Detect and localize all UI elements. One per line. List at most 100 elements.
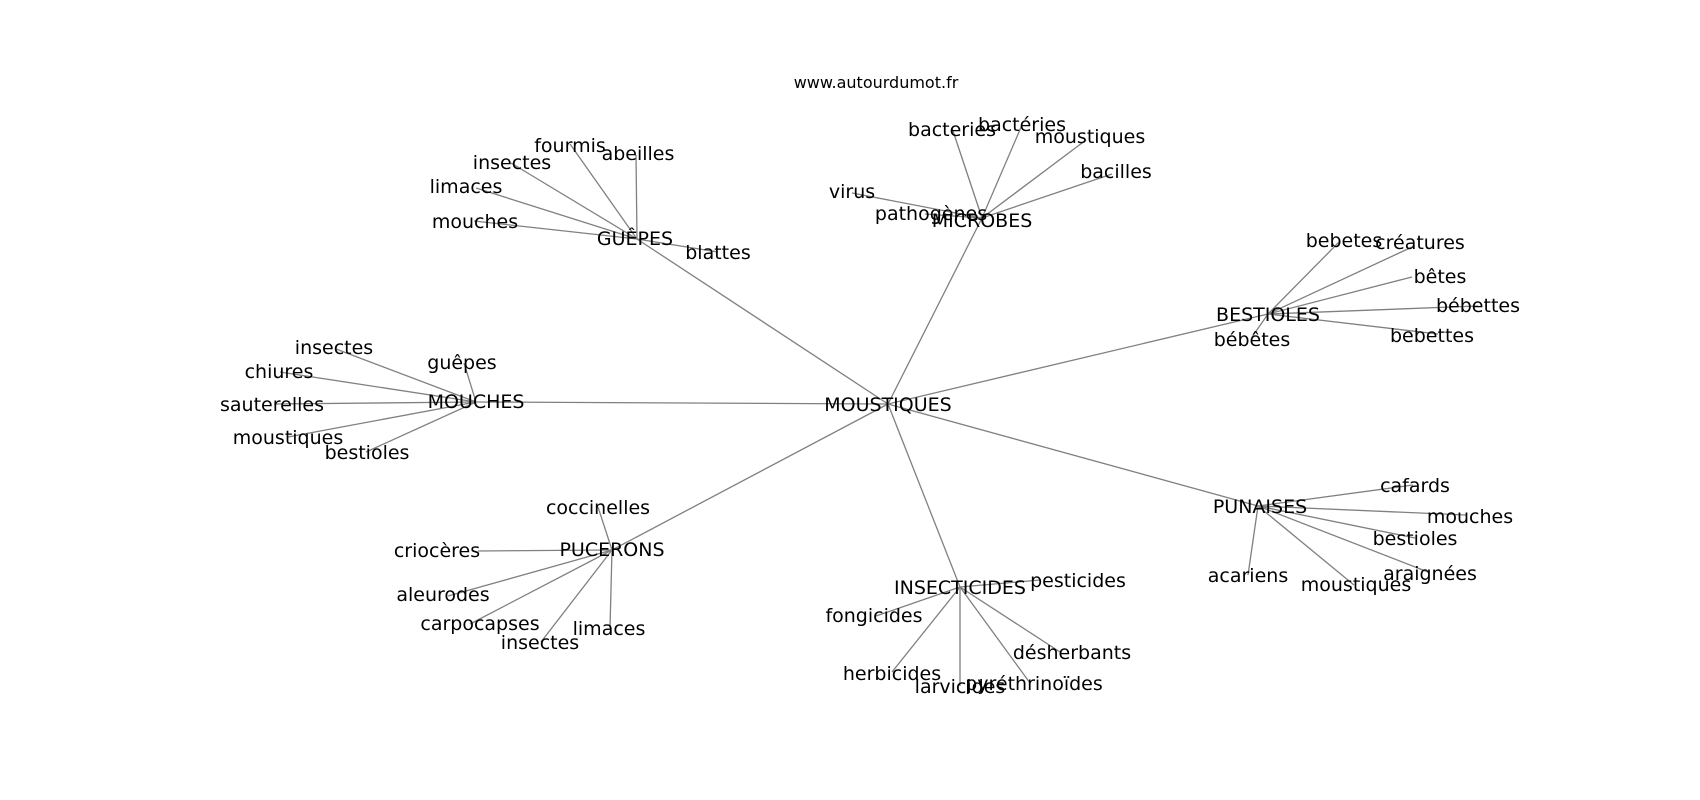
- hub-node-label[interactable]: BESTIOLES: [1216, 304, 1320, 326]
- edge-center-0: [887, 217, 983, 405]
- leaf-node-label[interactable]: moustiques: [233, 427, 344, 449]
- leaf-node-label[interactable]: virus: [829, 181, 875, 203]
- edge-5-1: [477, 549, 613, 552]
- leaf-node-label[interactable]: bebettes: [1390, 325, 1474, 347]
- edge-6-5: [891, 586, 961, 673]
- edge-4-2: [1257, 505, 1416, 539]
- hub-node-label[interactable]: MOUCHES: [428, 391, 525, 413]
- edge-6-3: [959, 586, 1031, 684]
- edge-center-2: [887, 313, 1269, 405]
- edge-2-0: [1267, 240, 1341, 315]
- leaf-node-label[interactable]: aleurodes: [396, 584, 489, 606]
- edge-2-4: [1267, 313, 1439, 335]
- edge-0-4: [851, 192, 983, 219]
- edge-6-2: [959, 586, 1061, 653]
- edge-5-2: [447, 549, 613, 597]
- leaf-node-label[interactable]: bébettes: [1436, 295, 1520, 317]
- edge-0-3: [981, 173, 1113, 219]
- edge-5-5: [609, 549, 613, 629]
- edge-4-0: [1257, 484, 1414, 507]
- edge-center-1: [636, 238, 889, 405]
- edges: [273, 124, 1479, 686]
- edge-1-0: [569, 143, 638, 240]
- edge-3-2: [279, 371, 477, 403]
- edge-4-5: [1247, 505, 1259, 576]
- edge-1-3: [475, 187, 638, 240]
- leaf-node-label[interactable]: pyréthrinoïdes: [965, 673, 1103, 695]
- edge-0-1: [981, 124, 1023, 219]
- leaf-node-label[interactable]: carpocapses: [420, 613, 539, 635]
- center-node-label[interactable]: MOUSTIQUES: [824, 394, 951, 416]
- leaf-node-label[interactable]: insectes: [295, 337, 373, 359]
- edge-3-4: [287, 401, 477, 438]
- leaf-node-label[interactable]: pesticides: [1030, 570, 1126, 592]
- edge-6-1: [875, 586, 961, 617]
- leaf-node-label[interactable]: larvicides: [915, 676, 1006, 698]
- leaf-node-label[interactable]: bacilles: [1080, 161, 1152, 183]
- leaf-node-label[interactable]: moustiques: [1301, 574, 1412, 596]
- edge-0-0: [951, 127, 983, 219]
- leaf-node-label[interactable]: mouches: [1427, 506, 1513, 528]
- leaf-node-label[interactable]: acariens: [1208, 565, 1288, 587]
- leaf-node-label[interactable]: herbicides: [843, 663, 941, 685]
- leaf-node-label[interactable]: bacteries: [908, 119, 996, 141]
- leaf-node-label[interactable]: limaces: [573, 618, 646, 640]
- edge-1-5: [636, 238, 719, 253]
- leaf-node-label[interactable]: bactéries: [978, 114, 1066, 136]
- leaf-node-label[interactable]: mouches: [432, 211, 518, 233]
- edge-2-3: [1267, 305, 1479, 315]
- leaf-node-label[interactable]: insectes: [501, 632, 579, 654]
- edge-3-3: [273, 401, 477, 405]
- leaf-node-label[interactable]: criocères: [394, 540, 480, 562]
- edge-1-4: [473, 220, 638, 240]
- leaf-node-label[interactable]: bebetes: [1306, 230, 1383, 252]
- leaf-node-label[interactable]: limaces: [430, 176, 503, 198]
- leaf-node-label[interactable]: insectes: [473, 152, 551, 174]
- edge-center-3: [475, 401, 889, 405]
- leaf-node-label[interactable]: moustiques: [1035, 126, 1146, 148]
- edge-6-0: [959, 579, 1041, 588]
- edge-2-5: [1251, 313, 1269, 338]
- leaf-node-label[interactable]: coccinelles: [546, 497, 650, 519]
- edge-0-2: [981, 139, 1087, 219]
- leaf-node-label[interactable]: araignées: [1383, 563, 1477, 585]
- edge-3-1: [463, 362, 477, 403]
- hub-node-label[interactable]: GUÊPES: [597, 227, 673, 250]
- edge-3-0: [335, 348, 477, 403]
- edge-center-5: [611, 403, 889, 551]
- leaf-node-label[interactable]: fourmis: [534, 135, 606, 157]
- leaf-node-label[interactable]: bestioles: [1373, 528, 1458, 550]
- edge-5-4: [540, 549, 613, 643]
- edge-4-4: [1257, 505, 1355, 586]
- leaf-node-label[interactable]: bestioles: [325, 442, 410, 464]
- edge-center-6: [887, 403, 961, 588]
- edge-1-1: [635, 154, 638, 240]
- leaf-node-label[interactable]: blattes: [685, 242, 750, 264]
- hub-node-label[interactable]: INSECTICIDES: [894, 577, 1026, 599]
- leaf-node-label[interactable]: chiures: [245, 361, 314, 383]
- edge-center-4: [887, 403, 1259, 507]
- hub-node-label[interactable]: PUCERONS: [559, 539, 664, 561]
- leaf-node-label[interactable]: cafards: [1380, 475, 1450, 497]
- edge-1-2: [510, 162, 638, 240]
- leaf-node-label[interactable]: bébêtes: [1214, 329, 1291, 351]
- site-label[interactable]: www.autourdumot.fr: [794, 73, 959, 92]
- leaf-node-label[interactable]: désherbants: [1013, 642, 1131, 664]
- edge-0-5: [924, 213, 983, 219]
- leaf-node-label[interactable]: fongicides: [825, 605, 922, 627]
- edge-2-2: [1267, 276, 1413, 315]
- hub-node-label[interactable]: PUNAISES: [1213, 496, 1307, 518]
- edge-5-0: [597, 506, 613, 551]
- leaf-node-label[interactable]: pathogènes: [875, 203, 987, 225]
- labels: www.autourdumot.fr MOUSTIQUES MICROBES bac…: [220, 73, 1520, 698]
- edge-3-5: [365, 401, 477, 453]
- leaf-node-label[interactable]: sauterelles: [220, 394, 324, 416]
- leaf-node-label[interactable]: guêpes: [427, 352, 496, 374]
- edge-5-3: [469, 549, 613, 625]
- leaf-node-label[interactable]: abeilles: [602, 143, 675, 165]
- hub-node-label[interactable]: MICROBES: [932, 210, 1033, 232]
- leaf-node-label[interactable]: bêtes: [1414, 266, 1467, 288]
- leaf-node-label[interactable]: créatures: [1375, 232, 1465, 254]
- edge-4-1: [1257, 505, 1467, 516]
